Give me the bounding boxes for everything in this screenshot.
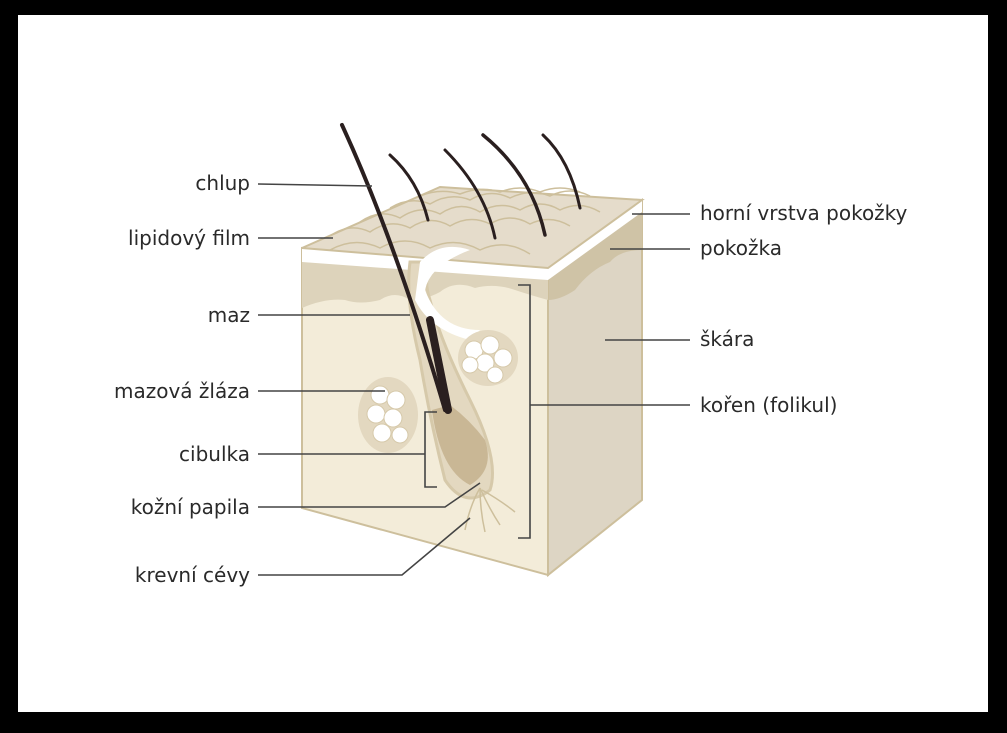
lipid-film-scales [329,187,601,255]
blood-vessels [464,487,516,533]
label-horni-vrstva-pokozky: horní vrstva pokožky [700,201,908,225]
stratum-corneum [302,200,642,280]
label-koren-folikul: kořen (folikul) [700,393,838,417]
hair-bulb [432,405,488,485]
cube-top-face [301,185,645,270]
label-maz: maz [207,303,250,327]
label-lipidovy-film: lipidový film [128,226,250,250]
main-hair [340,123,447,412]
label-mazova-zlaza: mazová žláza [114,379,250,403]
label-kozni-papila: kožní papila [130,495,250,519]
leader-lines [257,183,690,576]
label-skara: škára [700,327,755,351]
label-chlup: chlup [195,171,250,195]
hairs [340,123,582,414]
label-cibulka: cibulka [179,442,250,466]
label-krevni-cevy: krevní cévy [134,563,250,587]
label-pokozka: pokožka [700,236,783,260]
